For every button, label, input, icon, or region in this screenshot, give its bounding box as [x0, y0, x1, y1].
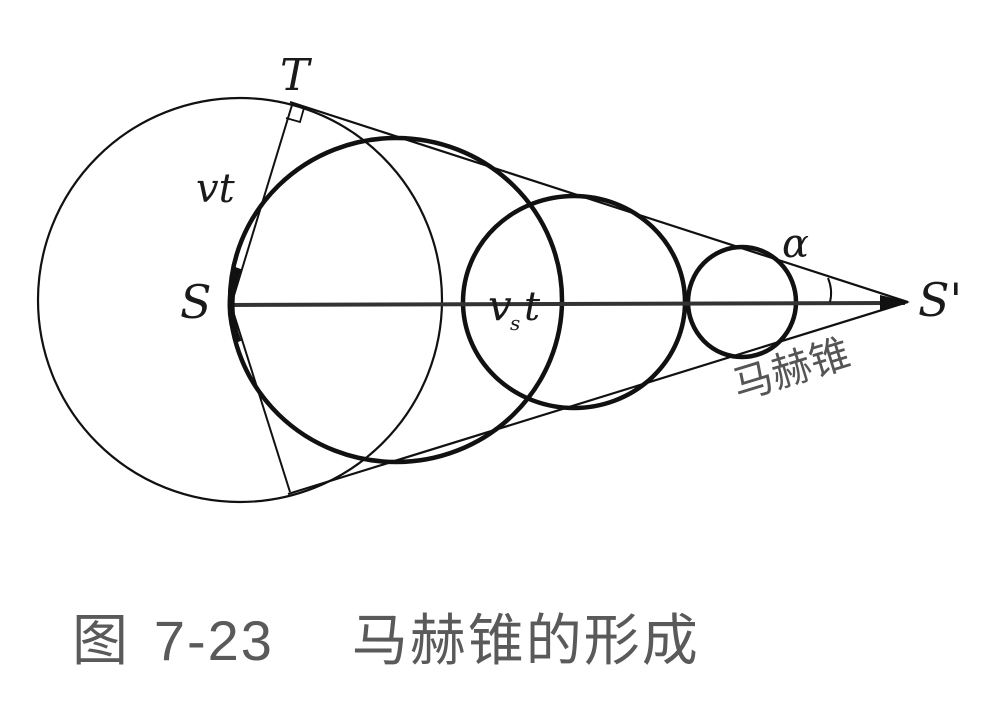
label-s: S	[180, 275, 212, 329]
motion-axis	[229, 301, 906, 307]
label-mach-cone: 马赫锥	[727, 330, 855, 409]
source-s-point	[227, 266, 242, 344]
caption-number: 7-23	[153, 609, 274, 672]
radius-line-upper	[231, 104, 293, 303]
label-t: T	[280, 50, 313, 101]
cone-upper-tangent	[289, 100, 909, 304]
figure-caption: 图 7-23 马赫锥的形成	[72, 596, 700, 676]
wavefront-circle-2	[227, 135, 565, 465]
caption-prefix: 图	[72, 609, 130, 674]
cone-lower-tangent	[287, 300, 909, 496]
caption-title: 马赫锥的形成	[351, 609, 700, 674]
wavefront-circle-1	[36, 96, 444, 504]
angle-alpha-arc	[827, 277, 833, 303]
source-sprime-point	[880, 295, 910, 310]
label-vt: vt	[196, 166, 236, 212]
label-alpha: α	[782, 221, 809, 267]
label-vs-sub: s	[510, 311, 520, 335]
label-sprime: S'	[918, 273, 962, 327]
label-vs-v: v	[488, 281, 512, 330]
label-vs-t: t	[524, 284, 541, 330]
radius-line-lower	[231, 307, 291, 493]
right-angle-marker	[285, 107, 305, 124]
